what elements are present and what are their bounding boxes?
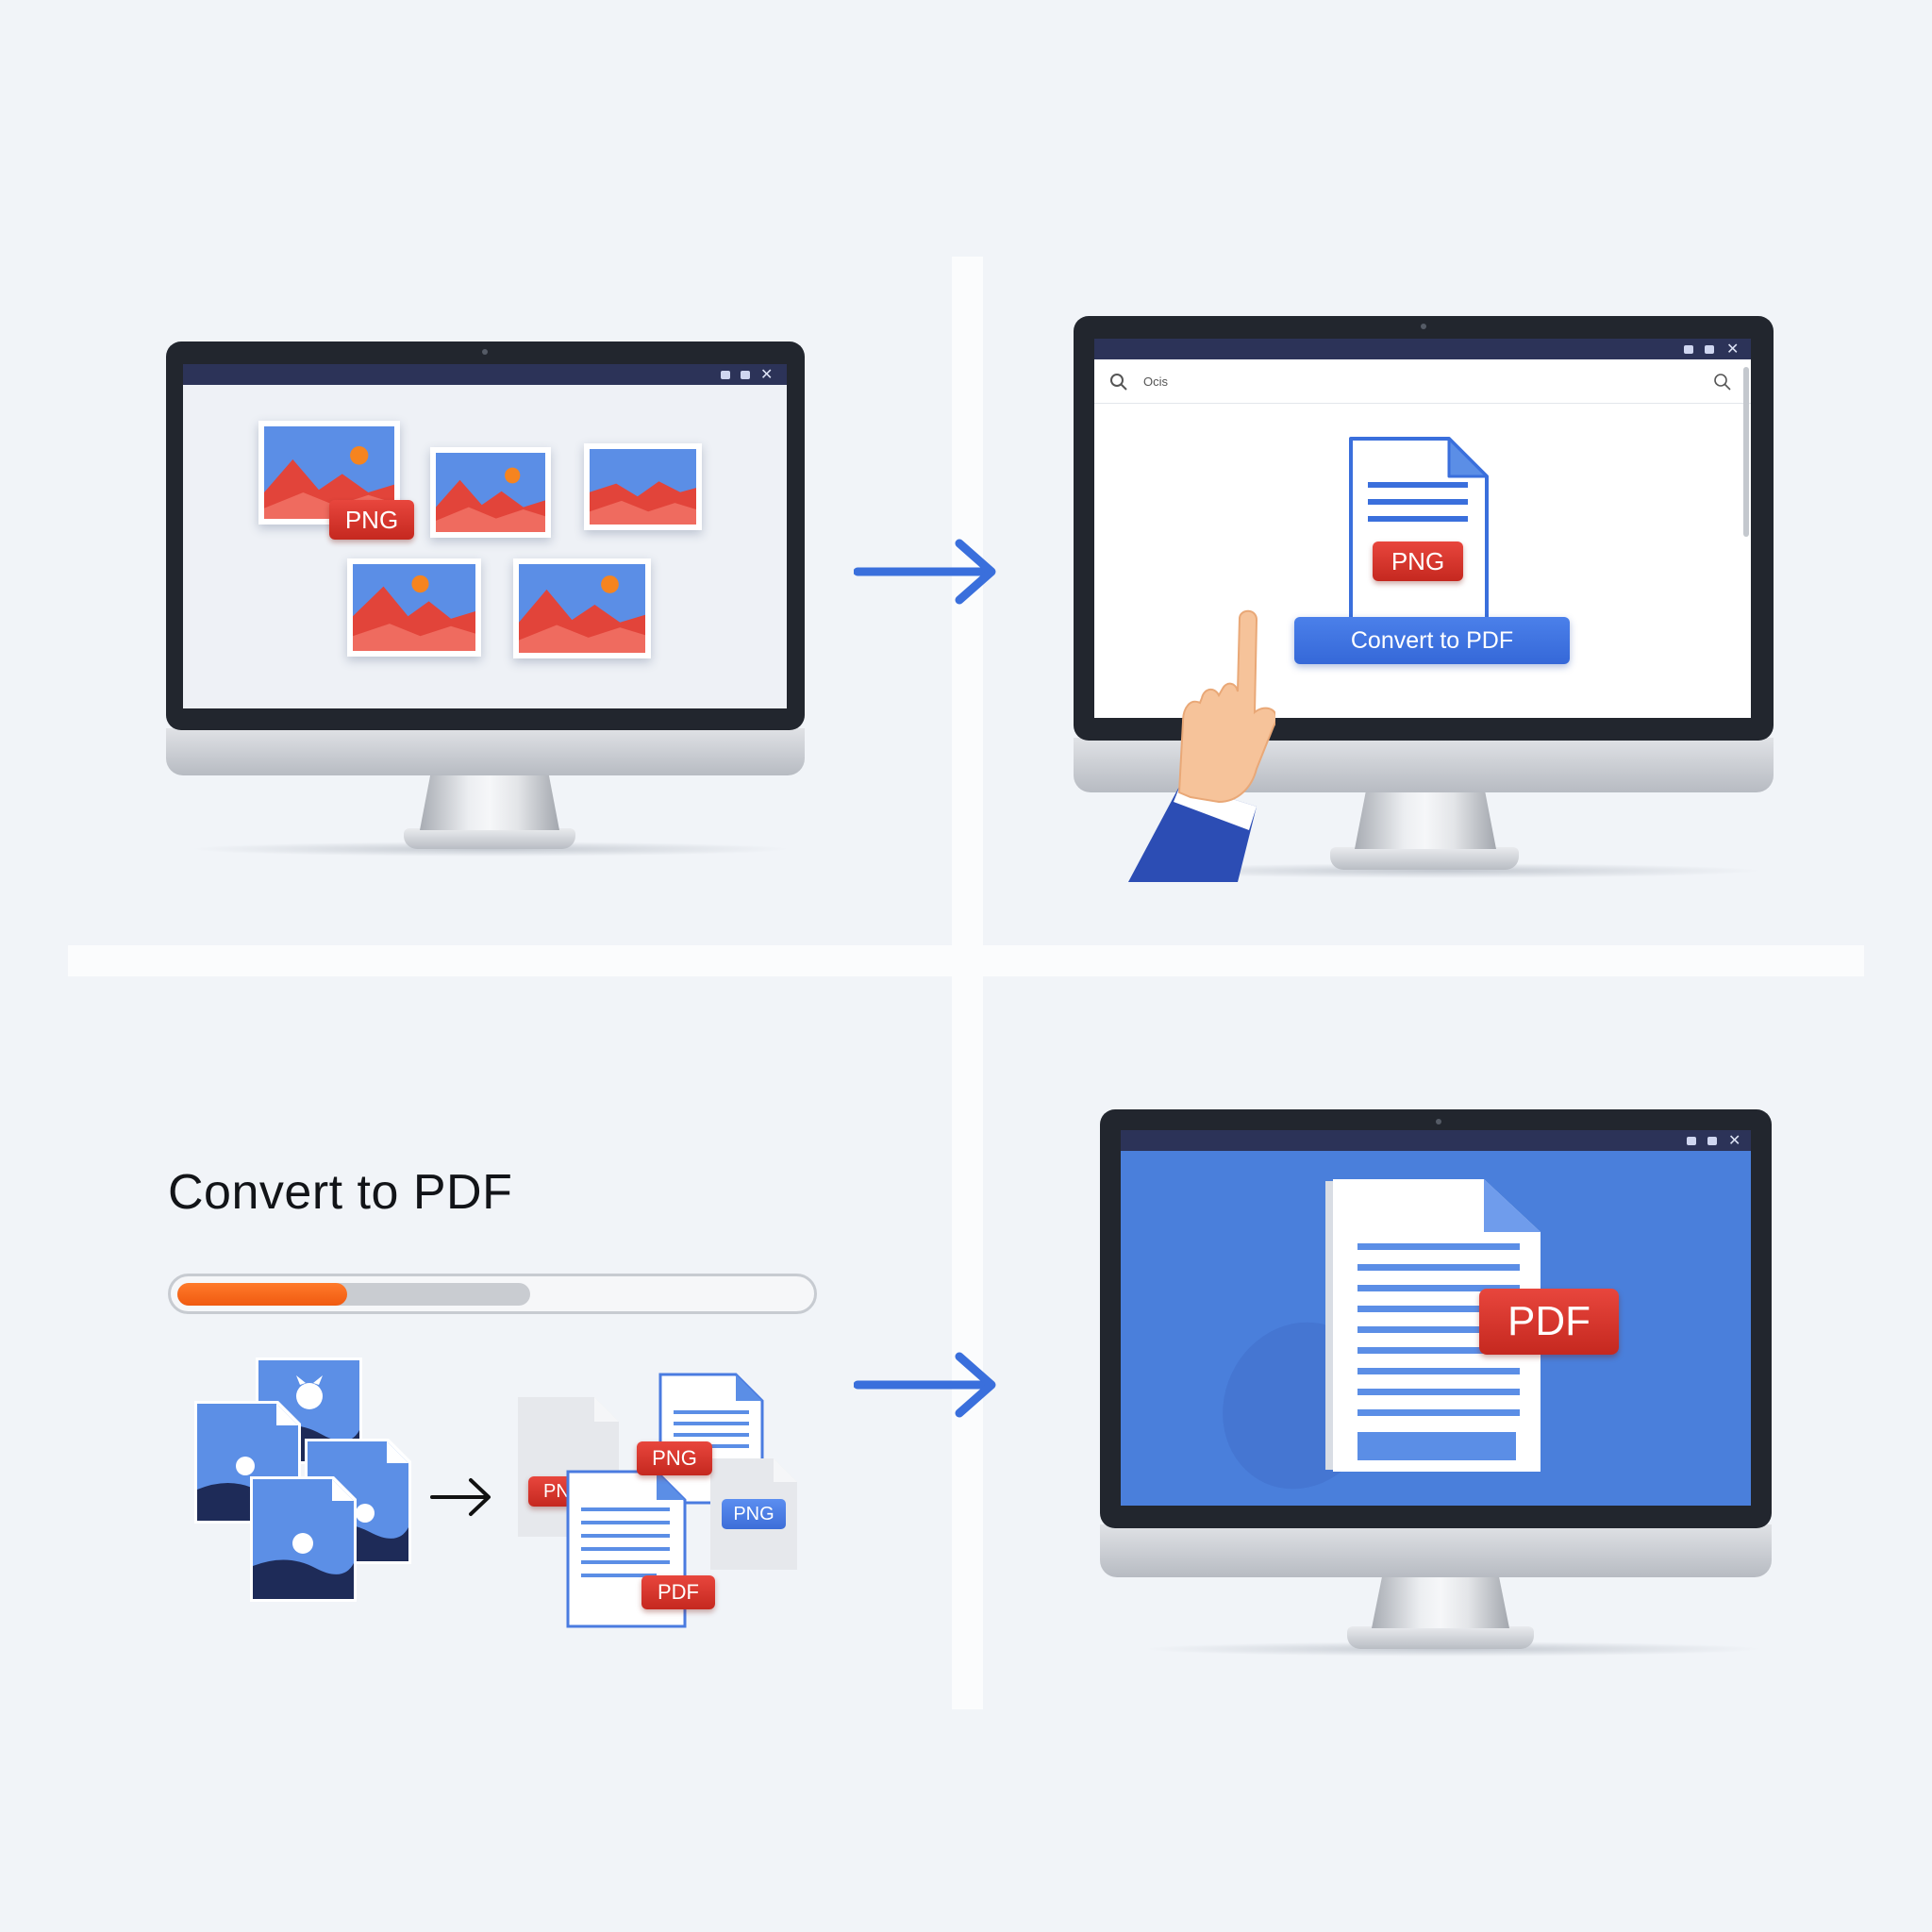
monitor-chin [166,728,805,775]
maximize-button[interactable] [741,371,750,379]
arrow-right-icon [430,1478,491,1516]
close-icon[interactable]: ✕ [760,365,774,383]
monitor-chin [1100,1524,1772,1577]
photo-thumbnail[interactable] [513,558,651,658]
arrow-right-icon [854,539,996,605]
minimize-button[interactable] [721,371,730,379]
horizontal-divider [68,945,1864,976]
search-text: Ocis [1143,375,1168,389]
webcam [1436,1119,1441,1124]
png-badge: PNG [1373,541,1463,581]
close-icon[interactable]: ✕ [1726,340,1740,358]
monitor-3: ✕ PDF [1100,1109,1772,1528]
maximize-button[interactable] [1707,1137,1717,1145]
png-badge-partial: PN [528,1476,572,1507]
monitor-shadow [189,841,792,857]
convert-to-pdf-button[interactable]: Convert to PDF [1294,617,1570,664]
webcam [482,349,488,355]
pdf-badge: PDF [641,1575,715,1609]
document-icon [1349,437,1489,626]
photo-thumbnail[interactable] [584,443,702,530]
minimize-button[interactable] [1687,1137,1696,1145]
image-icon [353,564,475,651]
monitor-shadow [1141,1641,1764,1657]
image-icon [436,453,545,532]
png-badge: PNG [637,1441,712,1475]
vertical-divider [952,257,983,1709]
png-badge: PNG [329,500,414,540]
monitor-foot [404,828,575,849]
png-badge: PNG [722,1499,786,1529]
close-icon[interactable]: ✕ [1728,1131,1741,1149]
window-titlebar: ✕ [1094,339,1751,359]
search-icon[interactable] [1713,373,1732,391]
monitor-neck [1355,791,1496,849]
arrow-right-icon [854,1352,996,1418]
pointing-hand-icon [1128,609,1275,882]
image-icon [519,564,645,653]
maximize-button[interactable] [1705,345,1714,354]
minimize-button[interactable] [1684,345,1693,354]
progress-bar [168,1274,817,1314]
monitor-neck [420,772,559,830]
window-titlebar: ✕ [1121,1130,1751,1151]
window-titlebar: ✕ [183,364,787,385]
monitor-foot [1330,847,1519,870]
search-bar[interactable]: Ocis [1094,359,1751,404]
monitor-2: ✕ Ocis PNG Convert to PDF [1074,316,1774,741]
monitor-neck [1372,1574,1509,1628]
image-icon [590,449,696,525]
search-icon [1110,374,1127,391]
progress-fill [177,1283,347,1306]
screen-2: Ocis PNG Convert to PDF [1094,359,1751,718]
monitor-1: ✕ PNG [166,341,805,730]
screen-3: PDF [1121,1151,1751,1506]
webcam [1421,324,1426,329]
pdf-badge: PDF [1479,1289,1619,1355]
photo-thumbnail[interactable] [430,447,551,538]
document-icon [1325,1179,1541,1472]
page-title: Convert to PDF [168,1165,513,1220]
screen-1: PNG [183,385,787,708]
monitor-foot [1347,1626,1534,1649]
photo-thumbnail[interactable] [347,558,481,657]
scrollbar[interactable] [1743,367,1749,537]
image-file-icon [250,1476,357,1602]
monitor-shadow [1123,863,1764,878]
